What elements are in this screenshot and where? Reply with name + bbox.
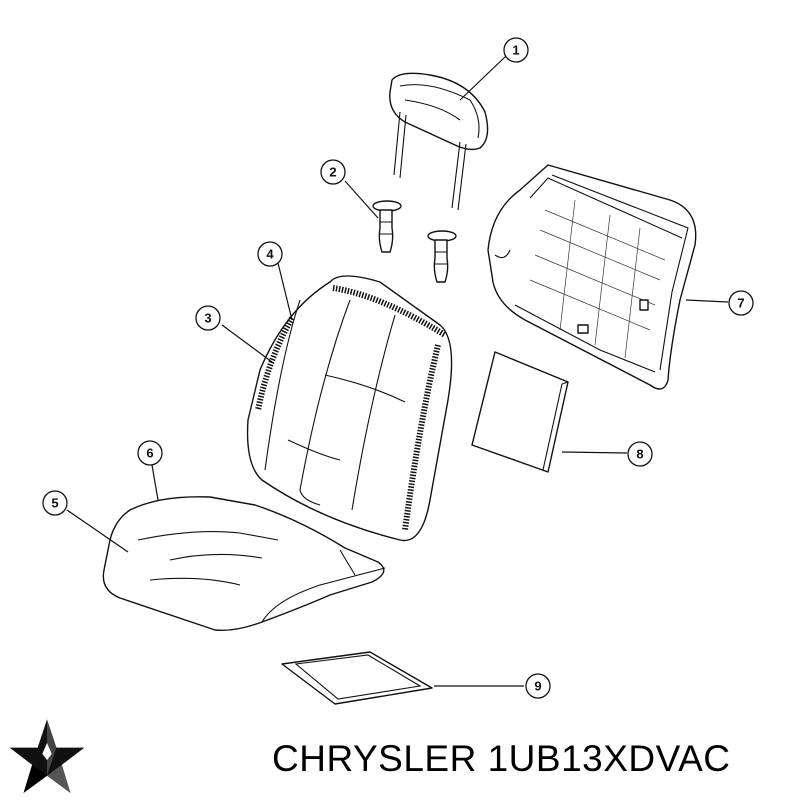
callout-8: 8 [627,441,653,467]
callout-3: 3 [195,305,221,331]
part-number: 1UB13XDVAC [487,738,731,779]
callout-label: 5 [51,496,58,511]
callout-7: 7 [728,290,754,316]
part-caption: CHRYSLER 1UB13XDVAC [272,738,792,780]
callout-5: 5 [42,490,68,516]
callout-4: 4 [257,241,283,267]
callout-1: 1 [503,37,529,63]
callout-label: 3 [204,311,211,326]
chrysler-pentastar-icon [9,719,85,793]
callout-label: 6 [146,446,153,461]
brand-name: CHRYSLER [272,738,477,779]
callout-label: 8 [636,447,643,462]
callout-label: 7 [737,296,744,311]
seat-pad-part [471,351,569,473]
seat-cushion-part [102,496,386,632]
cushion-pad-part [281,651,433,705]
callout-label: 4 [266,247,274,262]
seat-back-panel-part [487,164,697,390]
callout-2: 2 [320,159,346,185]
callout-label: 9 [534,679,541,694]
callout-label: 2 [329,165,336,180]
leader-lines [66,55,729,687]
headrest-guide-part [372,200,457,283]
callout-label: 1 [512,43,519,58]
seat-back-cushion-part [246,275,453,542]
callout-9: 9 [525,673,551,699]
headrest-part [389,72,489,211]
callout-6: 6 [137,440,163,466]
